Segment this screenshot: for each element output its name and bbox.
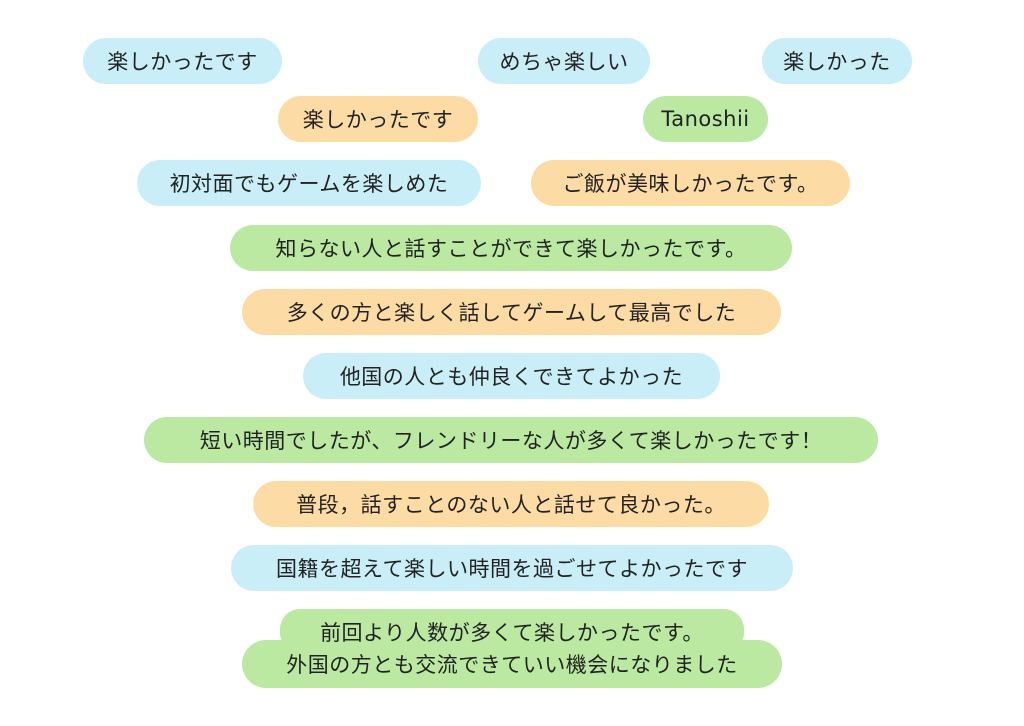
- bubble-1: めちゃ楽しい: [478, 38, 650, 84]
- bubble-6: ご飯が美味しかったです。: [531, 160, 850, 206]
- bubble-2: 楽しかった: [762, 38, 912, 84]
- bubble-10: 短い時間でしたが、フレンドリーな人が多くて楽しかったです！: [144, 417, 878, 463]
- bubble-13: 前回より人数が多くて楽しかったです。 外国の方とも交流できていい機会になりました: [242, 609, 782, 688]
- bubble-13-shape-bottom: [242, 640, 782, 688]
- bubble-5: 初対面でもゲームを楽しめた: [137, 160, 481, 206]
- bubble-7: 知らない人と話すことができて楽しかったです。: [230, 225, 792, 271]
- bubble-13-line1: 前回より人数が多くて楽しかったです。: [320, 620, 704, 645]
- bubble-3: 楽しかったです: [278, 96, 478, 142]
- bubble-0: 楽しかったです: [83, 38, 282, 84]
- bubble-8: 多くの方と楽しく話してゲームして最高でした: [242, 289, 781, 335]
- bubble-12: 国籍を超えて楽しい時間を過ごせてよかったです: [231, 545, 793, 591]
- bubble-13-line2: 外国の方とも交流できていい機会になりました: [286, 652, 738, 677]
- bubble-11: 普段，話すことのない人と話せて良かった。: [253, 481, 769, 527]
- bubble-4: Tanoshii: [643, 96, 768, 142]
- bubble-9: 他国の人とも仲良くできてよかった: [303, 353, 720, 399]
